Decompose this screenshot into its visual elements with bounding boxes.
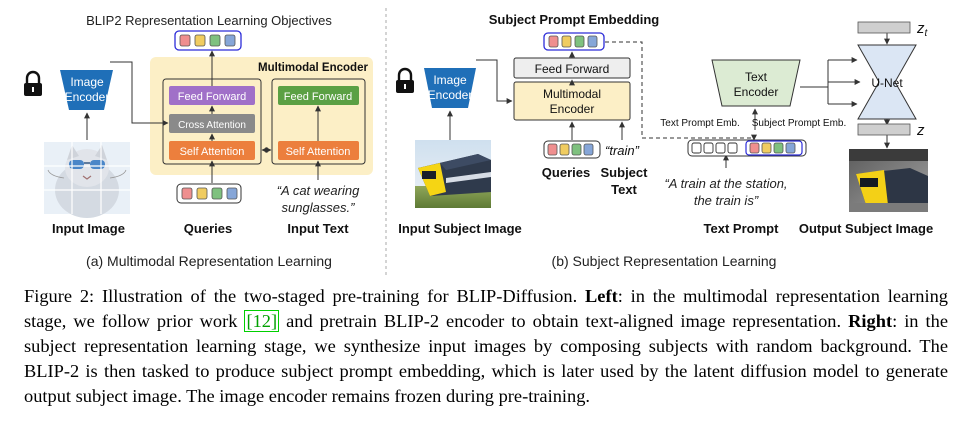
left-output-tokens (174, 30, 242, 51)
label-input-image: Input Image (52, 221, 125, 236)
caption-left-bold: Left (585, 286, 618, 306)
unet-block (857, 44, 917, 120)
right-mm-label-1: Multimodal (543, 87, 601, 101)
right-mm-label-2: Encoder (550, 102, 595, 116)
queries-tokens (176, 183, 242, 204)
caption-fig-label: Figure 2: (24, 286, 95, 306)
subject-text-label-2: Text (611, 182, 637, 197)
text-self-attention-block (278, 141, 359, 160)
image-encoder-label-2: Encoder (65, 90, 110, 104)
output-train-photo (849, 149, 928, 212)
image-encoder-block (60, 70, 113, 110)
lock-icon (24, 70, 42, 96)
self-attention-label: Self Attention (180, 146, 245, 158)
text-feed-forward-block (278, 86, 359, 105)
right-image-encoder-block (424, 68, 476, 108)
left-title: BLIP2 Representation Learning Objectives (86, 13, 332, 28)
text-feed-forward-label: Feed Forward (284, 91, 352, 103)
self-attention-block (169, 141, 255, 160)
figure: BLIP2 Representation Learning Objectives… (24, 8, 933, 275)
input-text-quote-2: sunglasses.” (282, 200, 356, 215)
cross-attention-block (169, 114, 255, 133)
text-prompt-tokens (687, 139, 807, 157)
caption-left-text: : in the multimodal representation learn… (24, 286, 948, 331)
feed-forward-block (169, 86, 255, 105)
caption-right-bold: Right (848, 311, 893, 331)
train-word: “train” (605, 143, 640, 158)
caption-intro: Illustration of the two-staged pre-train… (102, 286, 578, 306)
feed-forward-label: Feed Forward (178, 91, 246, 103)
right-feed-forward-label: Feed Forward (535, 62, 610, 76)
cat-photo (44, 142, 130, 218)
zt-latent (857, 21, 911, 34)
label-text-prompt: Text Prompt (704, 221, 780, 236)
z-label: z (916, 122, 925, 139)
right-arrows (447, 32, 890, 168)
right-queries-tokens (543, 140, 601, 159)
caption-right-text: : in the subject representation learning… (24, 311, 948, 406)
subject-prompt-tokens (543, 32, 605, 51)
right-image-encoder-label-2: Encoder (428, 88, 473, 102)
label-queries: Queries (184, 221, 232, 236)
left-arrows (84, 50, 321, 183)
caption-left-text2: and pretrain BLIP-2 encoder to obtain te… (286, 311, 842, 331)
cross-attention-label: Cross Attention (178, 120, 246, 131)
text-encoder-label-2: Encoder (734, 85, 779, 99)
text-encoder-label-1: Text (745, 70, 768, 84)
left-subcaption: (a) Multimodal Representation Learning (86, 253, 332, 269)
text-prompt-emb-label: Text Prompt Emb. (660, 118, 739, 129)
text-self-attention-label: Self Attention (286, 146, 351, 158)
input-text-quote-1: “A cat wearing (277, 183, 360, 198)
right-title: Subject Prompt Embedding (489, 12, 660, 27)
prompt-quote-2: the train is” (694, 193, 759, 208)
image-encoder-label-1: Image (70, 75, 104, 89)
right-subcaption: (b) Subject Representation Learning (552, 253, 777, 269)
train-photo (415, 140, 491, 208)
zt-label: zt (916, 20, 929, 39)
prompt-quote-1: “A train at the station, (664, 176, 787, 191)
text-encoder-block (711, 59, 801, 107)
citation-link[interactable]: [12] (244, 310, 280, 332)
subject-text-label-1: Subject (601, 165, 649, 180)
z-latent (857, 123, 911, 136)
unet-label: U-Net (871, 76, 903, 90)
label-input-text: Input Text (287, 221, 349, 236)
right-image-encoder-label-1: Image (433, 73, 467, 87)
multimodal-encoder-label: Multimodal Encoder (258, 62, 368, 74)
figure-caption: Figure 2: Illustration of the two-staged… (24, 284, 948, 409)
label-input-subject-image: Input Subject Image (398, 221, 522, 236)
label-output-subject-image: Output Subject Image (799, 221, 933, 236)
lock-icon (396, 67, 414, 93)
subject-prompt-emb-label: Subject Prompt Emb. (752, 118, 846, 129)
right-queries-label: Queries (542, 165, 590, 180)
